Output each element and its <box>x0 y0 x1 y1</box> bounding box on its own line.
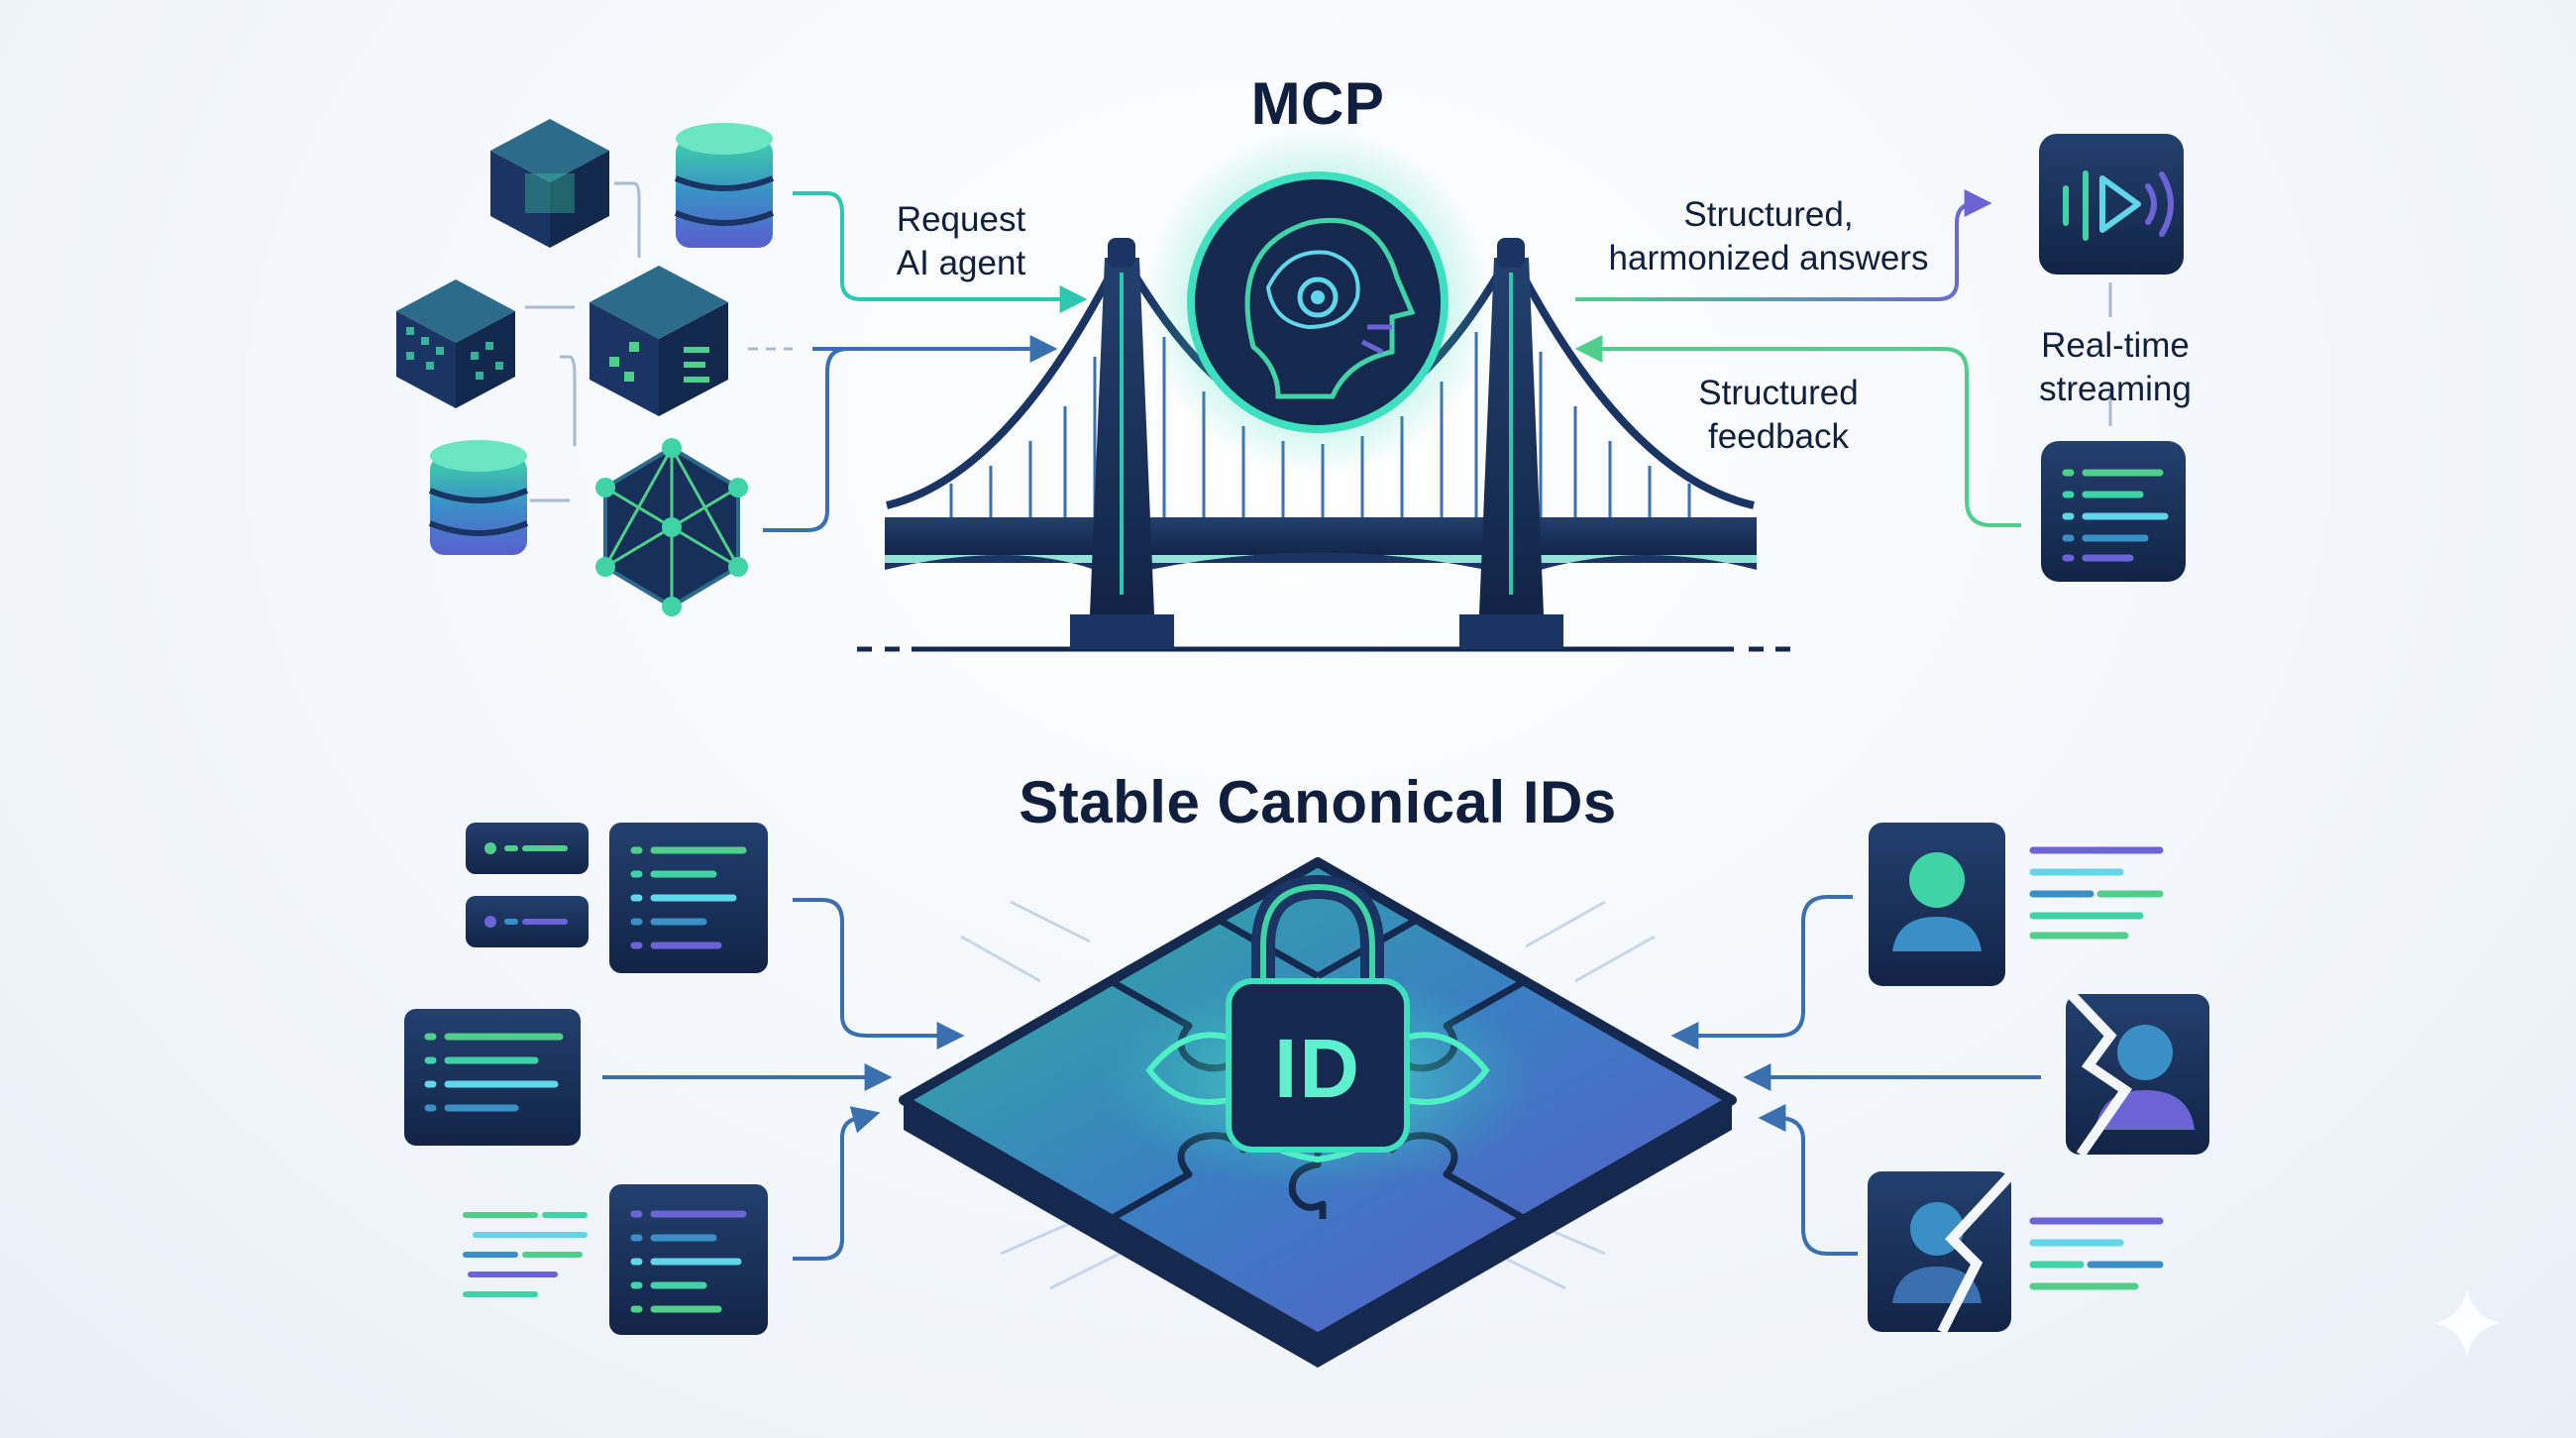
input-arrows <box>602 898 965 1261</box>
grid-cube-icon <box>396 279 515 408</box>
answers-label-line1: Structured, <box>1683 195 1854 234</box>
stable-ids-title: Stable Canonical IDs <box>1019 769 1617 835</box>
answers-arrow <box>1575 189 1992 301</box>
database-icon <box>674 123 775 248</box>
id-chip-icon <box>466 896 589 947</box>
mcp-title: MCP <box>1250 70 1385 137</box>
streaming-label-line2: streaming <box>2039 370 2192 408</box>
audio-stream-icon <box>2039 134 2184 275</box>
feedback-label: Structured feedback <box>1625 372 1932 459</box>
data-cube-icon <box>590 266 728 416</box>
database-icon <box>428 440 529 555</box>
user-profile-icon <box>1869 823 2005 986</box>
broken-profile-icon <box>1868 1170 2015 1335</box>
document-lines-icon <box>609 823 768 973</box>
streaming-label: Real-time streaming <box>1982 324 2249 411</box>
sparkle-icon <box>2432 1288 2502 1358</box>
source-connectors <box>525 181 641 502</box>
bridge-illustration <box>857 238 1790 652</box>
request-label: Request AI agent <box>852 198 1070 285</box>
id-badge-text: ID <box>1274 1022 1361 1115</box>
feedback-arrow <box>1574 335 2021 527</box>
padlock-id-icon <box>1226 874 1410 1153</box>
answers-label-line2: harmonized answers <box>1608 239 1929 277</box>
cube-source-icon <box>490 119 609 248</box>
feedback-label-line1: Structured <box>1698 374 1859 412</box>
ai-head-icon <box>1144 129 1491 476</box>
text-lines-icon <box>2029 1217 2164 1290</box>
id-chip-icon <box>466 823 589 874</box>
answers-label: Structured, harmonized answers <box>1556 193 1982 280</box>
broken-profile-icon <box>2066 990 2209 1158</box>
identity-arrows <box>1670 895 2041 1256</box>
text-lines-icon <box>2029 846 2164 940</box>
text-lines-icon <box>463 1212 588 1297</box>
document-lines-icon <box>609 1184 768 1335</box>
request-label-line2: AI agent <box>896 244 1026 282</box>
network-graph-icon <box>595 438 748 616</box>
document-lines-icon <box>2041 441 2186 582</box>
request-label-line1: Request <box>896 200 1026 239</box>
feedback-label-line2: feedback <box>1707 417 1850 456</box>
streaming-label-line1: Real-time <box>2041 326 2190 365</box>
request-arrow <box>793 191 1088 313</box>
document-lines-icon <box>404 1009 581 1146</box>
